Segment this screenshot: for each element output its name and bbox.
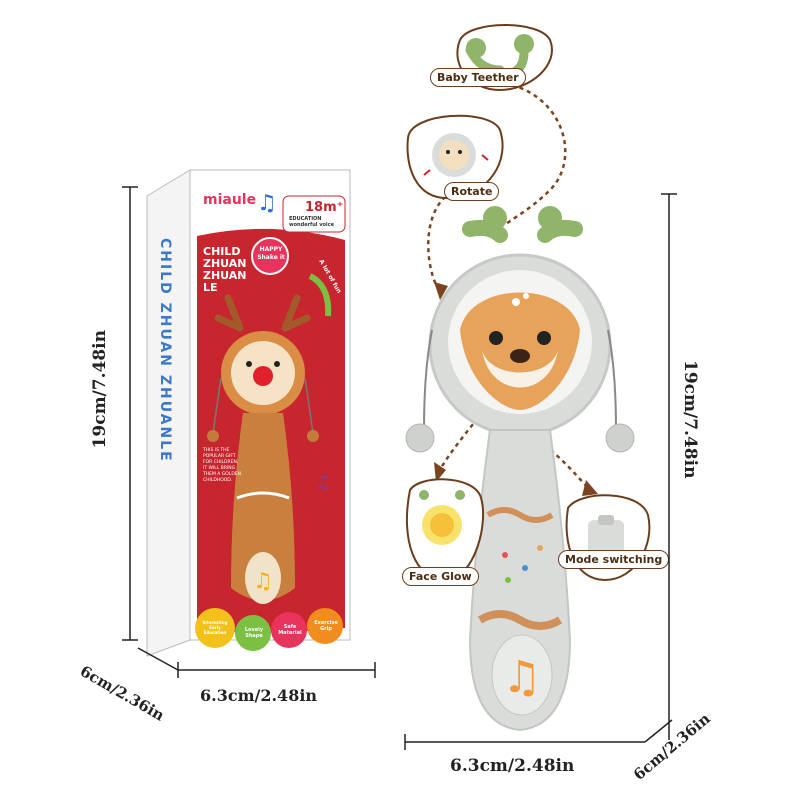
toy-width-label: 6.3cm/2.48in [450, 756, 575, 776]
svg-text:♫: ♫ [253, 569, 273, 594]
svg-text:♪: ♪ [323, 582, 335, 603]
badge-3: Safe Material [278, 624, 302, 636]
box-width-label: 6.3cm/2.48in [200, 686, 318, 705]
toy-illustration: ♫ [390, 20, 690, 760]
toy-bottom-dimensions [400, 690, 700, 750]
badge-2: Lovely Shape [244, 627, 264, 639]
title-line-4: LE [203, 281, 218, 294]
callout-rotate: Rotate [444, 182, 500, 201]
title-line-3: ZHUAN [203, 269, 247, 282]
box-height-label: 19cm/7.48in [90, 330, 110, 449]
title-line-2: ZHUAN [203, 257, 247, 270]
title-line-1: CHILD [203, 245, 241, 258]
callout-baby-teether: Baby Teether [430, 68, 526, 87]
age-label: 18m⁺ [305, 200, 344, 215]
svg-text:♫: ♫ [502, 652, 541, 703]
callout-mode-switching: Mode switching [558, 550, 670, 569]
left-height-dimension [118, 185, 148, 645]
svg-text:♫: ♫ [257, 191, 277, 216]
toy-height-label: 19cm/7.48in [680, 360, 700, 479]
box-illustration: ♫ ♫ ♪ ♫ [146, 169, 351, 657]
badge-4: Exercise Grip [314, 620, 338, 632]
callout-face-glow: Face Glow [402, 567, 479, 586]
box-bottom-dimensions [120, 640, 380, 690]
svg-text:♫: ♫ [315, 472, 331, 493]
box-side-text: CHILD ZHUAN ZHUANLE [157, 238, 173, 463]
box-title: CHILD ZHUAN ZHUAN LE [203, 246, 247, 294]
box-description: THIS IS THE POPULAR GIFT FOR CHILDREN. I… [203, 448, 242, 483]
happy-sticker-text: HAPPY Shake it [257, 246, 285, 261]
toy-height-dimension [655, 190, 685, 745]
badge-1: Interesting Early Education [202, 620, 228, 635]
age-sub: EDUCATION [289, 216, 322, 222]
age-sub2: wonderful voice [289, 222, 335, 228]
brand-logo: miaule [203, 192, 257, 208]
product-box: ♫ ♫ ♪ ♫ miaule 18m⁺ EDUCATION wonderful … [145, 168, 355, 658]
